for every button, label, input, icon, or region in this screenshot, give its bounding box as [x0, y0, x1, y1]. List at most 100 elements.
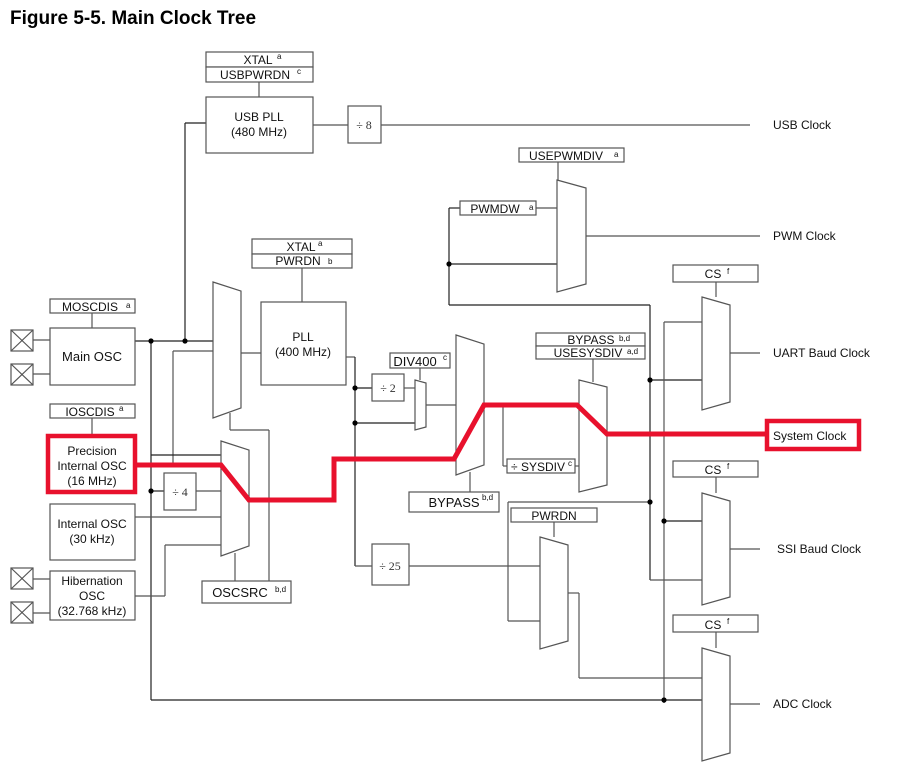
usepwmdiv-sup: a	[614, 150, 619, 159]
usbpwrdn-label: USBPWRDN	[220, 68, 290, 82]
pll-pwrdn-label: PWRDN	[275, 254, 320, 268]
piosc-label-line3: (16 MHz)	[67, 474, 116, 488]
mux-ssi	[701, 492, 731, 606]
pll-xtal-label: XTAL	[286, 240, 315, 254]
divider-2-label: ÷ 2	[380, 381, 396, 395]
usb-pll-controls: XTAL a USBPWRDN c	[205, 51, 314, 83]
mux-usesysdiv	[578, 379, 608, 493]
bypass-sysdiv-sup: b,d	[619, 334, 630, 343]
hib-osc-label-line2: OSC	[79, 589, 105, 603]
mux-bypass	[455, 334, 485, 476]
pwmdw-sup: a	[529, 203, 534, 212]
divider-sysdiv-sup: c	[568, 459, 572, 468]
junction-dots	[148, 261, 667, 703]
usb-pll-label-line2: (480 MHz)	[231, 125, 287, 139]
bypass-pll-label: BYPASS	[428, 495, 479, 510]
usesysdiv-label: USESYSDIV	[554, 346, 623, 360]
mux-adc	[701, 647, 731, 762]
divider-sysdiv-label: ÷ SYSDIV	[511, 460, 565, 474]
mux-usepwmdiv	[556, 179, 587, 293]
bypass-control-pll: BYPASS b,d	[408, 491, 500, 513]
pll-pwrdn-sup: b	[328, 257, 333, 266]
divider-4: ÷ 4	[163, 472, 197, 511]
main-osc-label: Main OSC	[62, 349, 122, 364]
wires	[33, 82, 760, 705]
oscsrc-control: OSCSRC b,d	[201, 580, 292, 604]
usbpwrdn-sup: c	[297, 67, 301, 76]
sysdiv-controls: BYPASS b,d USESYSDIV a,d	[535, 332, 646, 360]
bypass-pll-sup: b,d	[482, 493, 493, 502]
adc-clock-label: ADC Clock	[773, 697, 833, 711]
pwm-clock-label: PWM Clock	[773, 229, 837, 243]
crystal-pin-icon	[10, 329, 34, 352]
bypass-sysdiv-label: BYPASS	[567, 333, 614, 347]
cs-ssi-sup: f	[727, 462, 730, 471]
uart-baud-clock-label: UART Baud Clock	[773, 346, 871, 360]
pwmdw-control: PWMDW a	[459, 200, 537, 216]
mux-uart	[701, 296, 731, 411]
main-osc-block: Main OSC	[49, 327, 136, 386]
moscdis-control: MOSCDIS a	[49, 298, 136, 314]
usb-xtal-sup: a	[277, 52, 282, 61]
div400-sup: c	[443, 353, 447, 362]
pll-block: PLL (400 MHz)	[260, 301, 347, 386]
div400-label: DIV400	[393, 354, 436, 369]
cs-uart-control: CS f	[672, 264, 759, 283]
crystal-pins	[10, 329, 34, 624]
pll-label-line1: PLL	[292, 330, 314, 344]
ssi-baud-clock-label: SSI Baud Clock	[777, 542, 862, 556]
mux-pll-source	[212, 281, 242, 419]
pll-controls: XTAL a PWRDN b	[251, 238, 353, 269]
ioscdis-control: IOSCDIS a	[49, 403, 136, 419]
divider-25-label: ÷ 25	[379, 559, 401, 573]
divider-2: ÷ 2	[371, 373, 405, 402]
moscdis-sup: a	[126, 301, 131, 310]
divider-8: ÷ 8	[347, 105, 382, 144]
cs-uart-sup: f	[727, 267, 730, 276]
pll-label-line2: (400 MHz)	[275, 345, 331, 359]
pwmdw-label: PWMDW	[470, 202, 520, 216]
figure-title: Figure 5-5. Main Clock Tree	[10, 8, 257, 29]
pwrdn-label: PWRDN	[531, 509, 576, 523]
system-clock-label: System Clock	[773, 429, 847, 443]
cs-ssi-control: CS f	[672, 460, 759, 478]
oscsrc-label: OSCSRC	[212, 585, 268, 600]
usesysdiv-sup: a,d	[627, 347, 638, 356]
internal-osc-label-line2: (30 kHz)	[69, 532, 114, 546]
internal-osc-label-line1: Internal OSC	[57, 517, 127, 531]
usepwmdiv-control: USEPWMDIV a	[518, 147, 625, 163]
ioscdis-label: IOSCDIS	[65, 405, 114, 419]
moscdis-label: MOSCDIS	[62, 300, 118, 314]
usb-clock-label: USB Clock	[773, 118, 832, 132]
div400-control: DIV400 c	[389, 352, 451, 369]
internal-osc-block: Internal OSC (30 kHz)	[49, 503, 136, 561]
cs-adc-control: CS f	[672, 614, 759, 633]
hib-osc-label-line1: Hibernation	[61, 574, 122, 588]
usepwmdiv-label: USEPWMDIV	[529, 149, 603, 163]
divider-sysdiv: ÷ SYSDIV c	[506, 458, 576, 474]
cs-uart-label: CS	[705, 267, 722, 281]
hib-osc-label-line3: (32.768 kHz)	[58, 604, 127, 618]
crystal-pin-icon	[10, 567, 34, 590]
divider-4-label: ÷ 4	[172, 485, 188, 499]
piosc-label-line1: Precision	[67, 444, 116, 458]
multiplexers	[212, 179, 731, 762]
usb-pll-block: USB PLL (480 MHz)	[205, 96, 314, 154]
mux-pwrdn	[539, 536, 569, 650]
mux-div400	[414, 379, 427, 431]
crystal-pin-icon	[10, 363, 34, 386]
divider-8-label: ÷ 8	[356, 118, 372, 132]
cs-ssi-label: CS	[705, 463, 722, 477]
oscsrc-sup: b,d	[275, 585, 286, 594]
system-clock-output: System Clock	[764, 418, 862, 452]
pwrdn-control: PWRDN	[510, 507, 598, 523]
ioscdis-sup: a	[119, 404, 124, 413]
piosc-label-line2: Internal OSC	[57, 459, 127, 473]
piosc-block: Precision Internal OSC (16 MHz)	[45, 433, 138, 495]
pll-xtal-sup: a	[318, 239, 323, 248]
crystal-pin-icon	[10, 601, 34, 624]
usb-pll-label-line1: USB PLL	[234, 110, 284, 124]
divider-25: ÷ 25	[371, 543, 410, 586]
hibernation-osc-block: Hibernation OSC (32.768 kHz)	[49, 570, 136, 621]
